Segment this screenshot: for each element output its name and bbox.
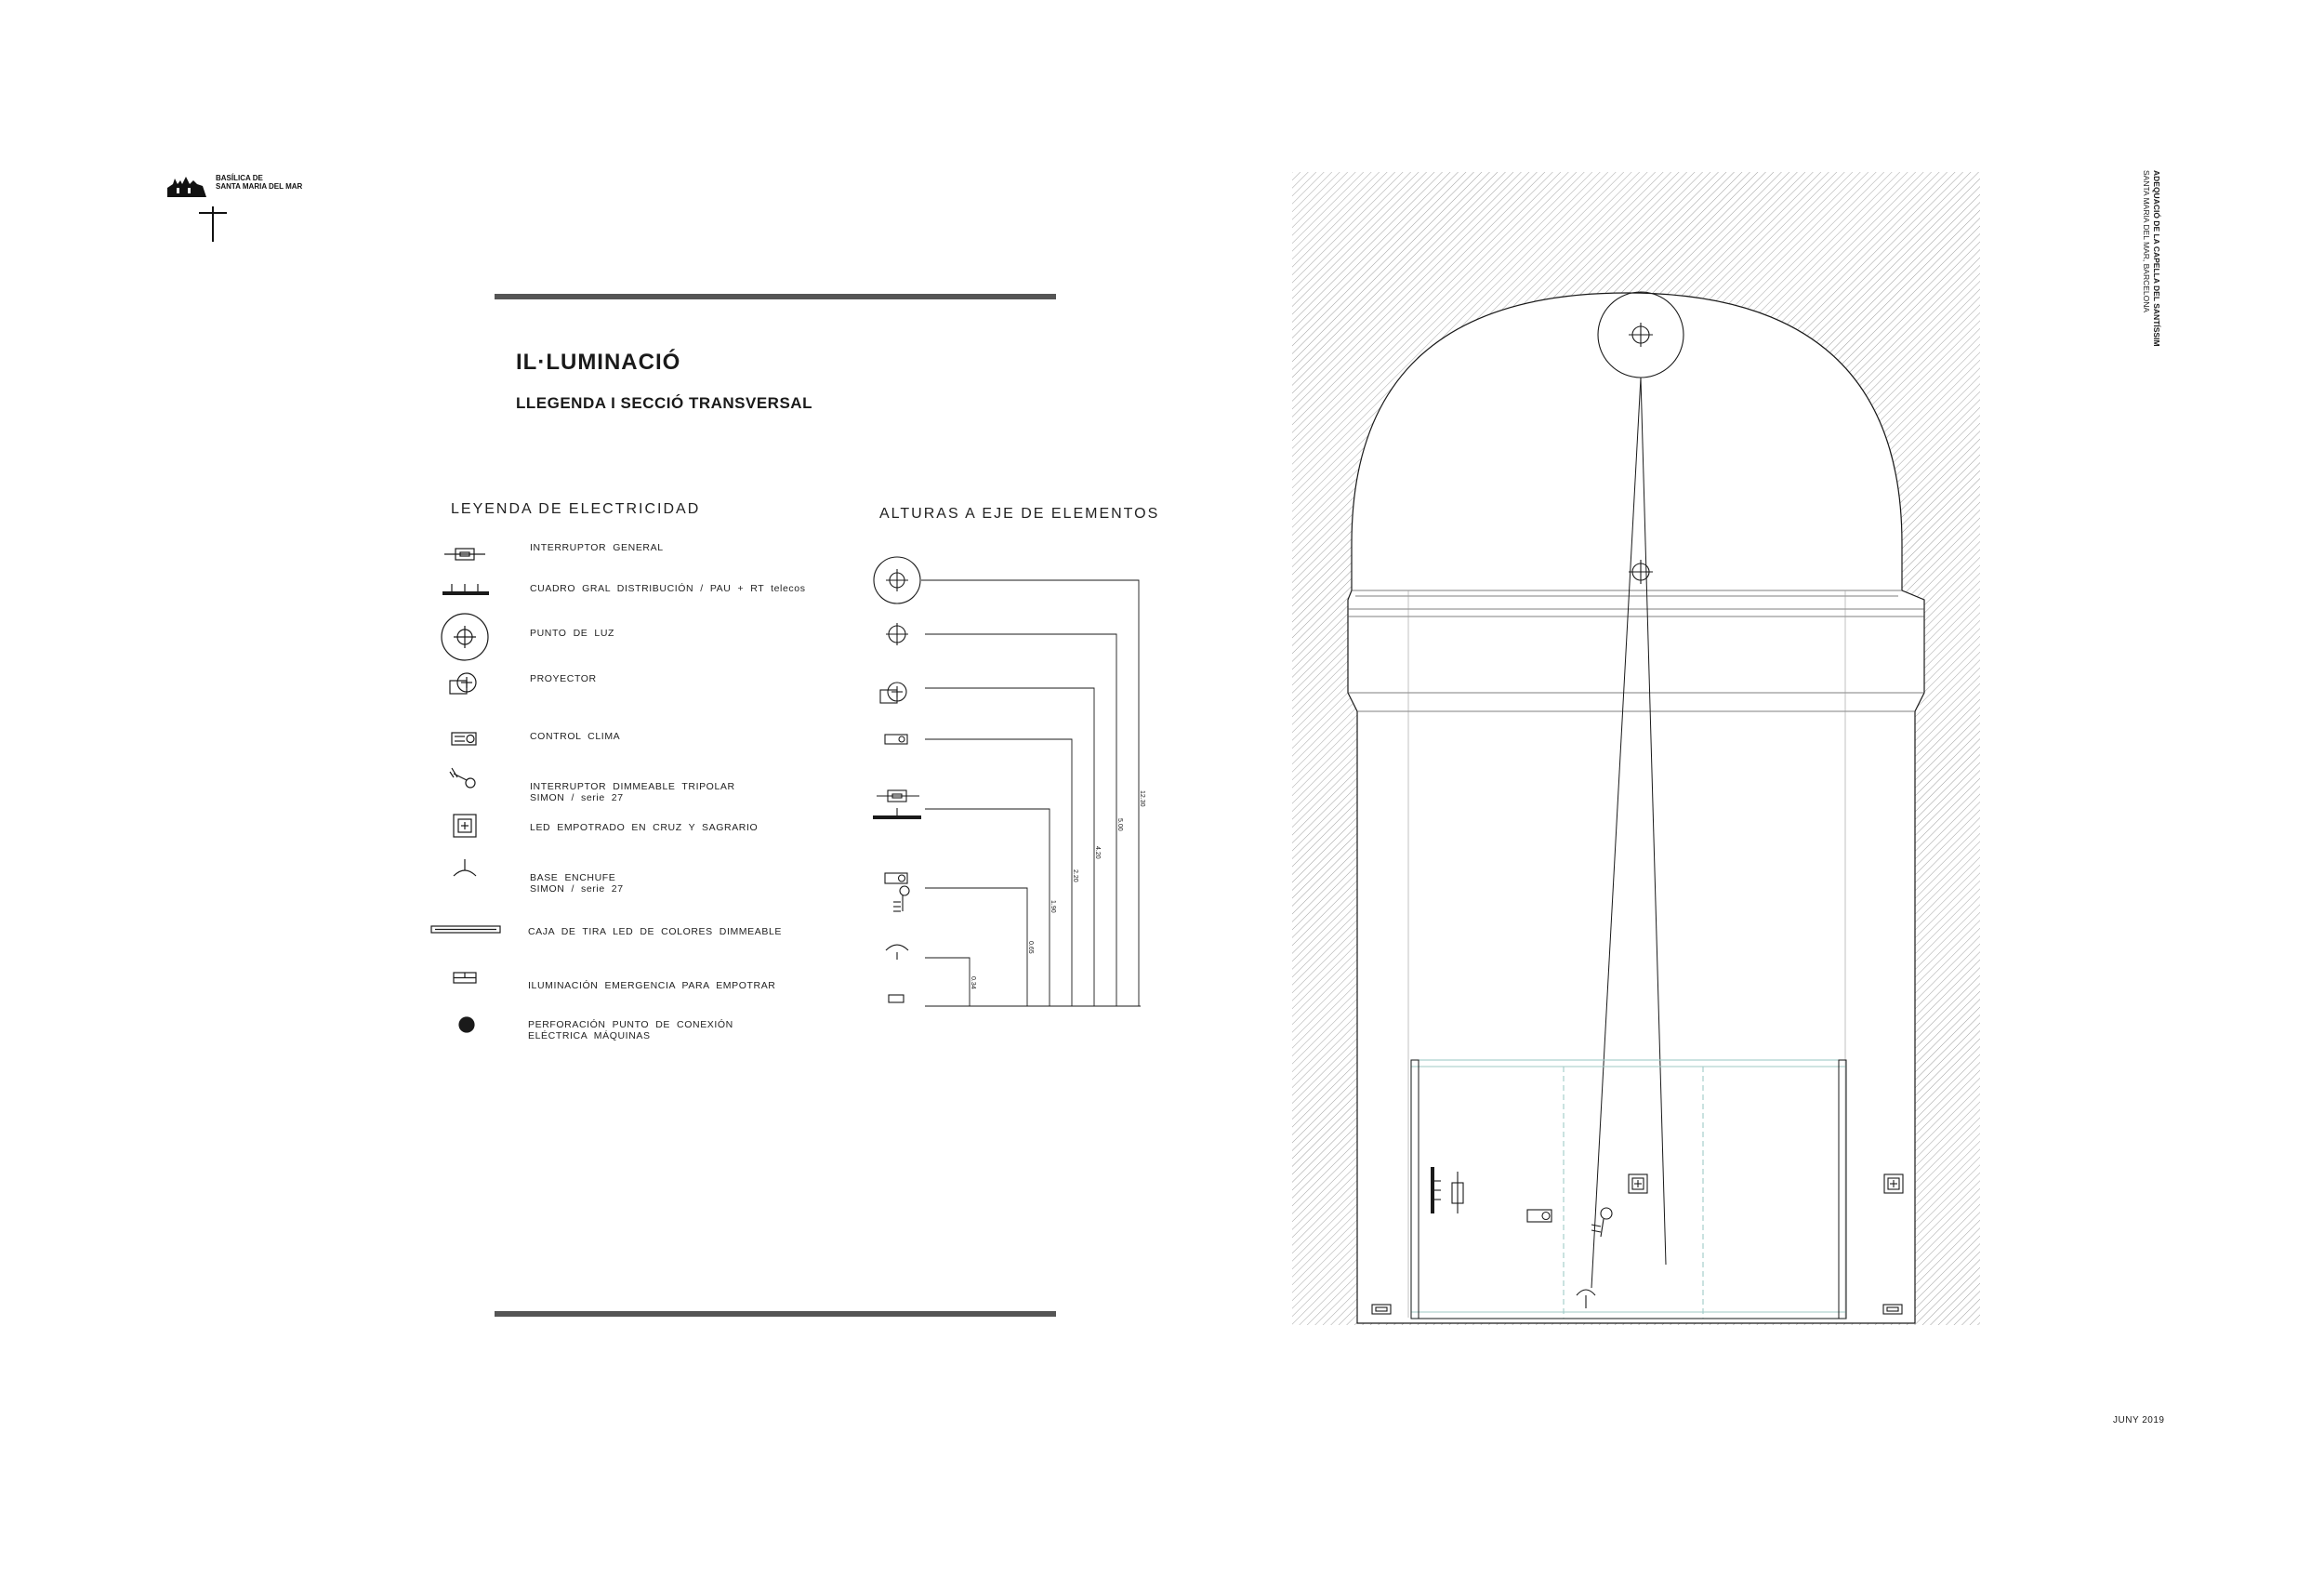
- dim-value: 1.90: [1050, 900, 1056, 913]
- basilica-logo-icon: [167, 177, 206, 197]
- legend-label: PERFORACIÓN PUNTO DE CONEXIÓN ELÉCTRICA …: [528, 1019, 733, 1041]
- dimmer-switch-icon: [893, 885, 910, 912]
- side-title: ADEQUACIÓ DE LA CAPELLA DEL SANTÍSSIM SA…: [2142, 170, 2161, 347]
- socket-icon: [1576, 1289, 1596, 1308]
- cross-icon-bar: [199, 212, 227, 214]
- dimension-line: [925, 808, 1050, 1006]
- recessed-led-icon: [453, 814, 477, 838]
- legend-label: INTERRUPTOR GENERAL: [530, 542, 664, 553]
- project-title: ADEQUACIÓ DE LA CAPELLA DEL SANTÍSSIM: [2152, 170, 2161, 347]
- light-point-icon: [873, 556, 921, 604]
- heights-diagram: 12.30 5.00 4.20 2.20 1.90 0.65 0.34: [873, 556, 1145, 1007]
- cable-line: [1640, 377, 1667, 1266]
- cable-line: [1591, 377, 1642, 1289]
- dimmer-switch-icon: [449, 767, 476, 789]
- legend-label: PUNTO DE LUZ: [530, 628, 615, 639]
- distribution-board-icon: [873, 808, 921, 819]
- led-strip-icon: [430, 925, 501, 934]
- dim-value: 0.34: [970, 976, 976, 989]
- legend-label: BASE ENCHUFE SIMON / serie 27: [530, 872, 624, 895]
- emergency-light-icon: [1371, 1304, 1392, 1315]
- projector-icon: [879, 682, 907, 704]
- dim-value: 5.00: [1116, 818, 1123, 831]
- legend-label: PROYECTOR: [530, 673, 597, 684]
- dim-value: 2.20: [1072, 869, 1078, 882]
- socket-icon: [885, 944, 909, 960]
- heights-heading: ALTURAS A EJE DE ELEMENTOS: [879, 506, 1160, 522]
- light-point-icon: [1629, 560, 1653, 584]
- general-switch-icon: [444, 548, 485, 561]
- recessed-led-icon: [1883, 1173, 1904, 1194]
- page-subtitle: LLEGENDA I SECCIÓ TRANSVERSAL: [516, 394, 812, 412]
- logo-text: BASÍLICA DE SANTA MARIA DEL MAR: [216, 174, 302, 191]
- sheet-date: JUNY 2019: [2113, 1415, 2165, 1425]
- emergency-light-icon: [1882, 1304, 1903, 1315]
- dimension-line: [925, 957, 971, 1006]
- distribution-board-icon: [442, 584, 489, 595]
- dimension-line: [925, 887, 1028, 1006]
- legend-label: CAJA DE TIRA LED DE COLORES DIMMEABLE: [528, 926, 783, 937]
- dim-value: 0.65: [1027, 941, 1034, 954]
- project-location: SANTA MARIA DEL MAR, BARCELONA: [2142, 170, 2151, 313]
- recessed-led-icon: [1628, 1173, 1648, 1194]
- climate-control-icon: [884, 734, 908, 745]
- distribution-board-icon: [1431, 1167, 1441, 1213]
- emergency-light-icon: [888, 994, 905, 1003]
- climate-control-icon: [1526, 1209, 1552, 1223]
- basilica-logo: [165, 171, 286, 199]
- light-point-icon: [441, 613, 489, 661]
- dim-value: 12.30: [1139, 790, 1145, 807]
- legend-label: LED EMPOTRADO EN CRUZ Y SAGRARIO: [530, 822, 759, 833]
- logo-line-2: SANTA MARIA DEL MAR: [216, 182, 303, 191]
- dimension-line: [921, 579, 1140, 1006]
- page-title: IL·LUMINACIÓ: [516, 350, 681, 375]
- dimension-line: [925, 687, 1095, 1006]
- logo-line-1: BASÍLICA DE: [216, 174, 263, 182]
- light-point-icon: [886, 623, 908, 645]
- legend-heading: LEYENDA DE ELECTRICIDAD: [451, 501, 701, 517]
- general-switch-icon: [1451, 1172, 1464, 1213]
- projector-icon: [449, 672, 477, 695]
- drill-point-icon: [458, 1016, 475, 1033]
- legend-label: ILUMINACIÓN EMERGENCIA PARA EMPOTRAR: [528, 980, 776, 991]
- dim-value: 4.20: [1094, 846, 1101, 859]
- general-switch-icon: [877, 789, 919, 802]
- cabinet-frame: [1410, 1059, 1847, 1319]
- legend-label: CONTROL CLIMA: [530, 731, 621, 742]
- socket-icon: [453, 859, 477, 877]
- climate-control-icon: [451, 732, 477, 746]
- cross-icon: [212, 206, 214, 242]
- dimension-line: [925, 738, 1073, 1006]
- dimmer-switch-icon: [1591, 1207, 1613, 1238]
- legend-label: INTERRUPTOR DIMMEABLE TRIPOLAR SIMON / s…: [530, 781, 735, 803]
- chapel-interior: [1347, 292, 1925, 1324]
- legend-label: CUADRO GRAL DISTRIBUCIÓN / PAU + RT tele…: [530, 583, 806, 594]
- emergency-light-icon: [453, 972, 477, 984]
- bottom-rule: [495, 1311, 1056, 1317]
- dimension-line: [925, 633, 1117, 1006]
- cross-section-drawing: [1292, 172, 1980, 1325]
- legend-icons: [430, 548, 501, 1033]
- climate-control-icon: [884, 872, 908, 884]
- top-rule: [495, 294, 1056, 299]
